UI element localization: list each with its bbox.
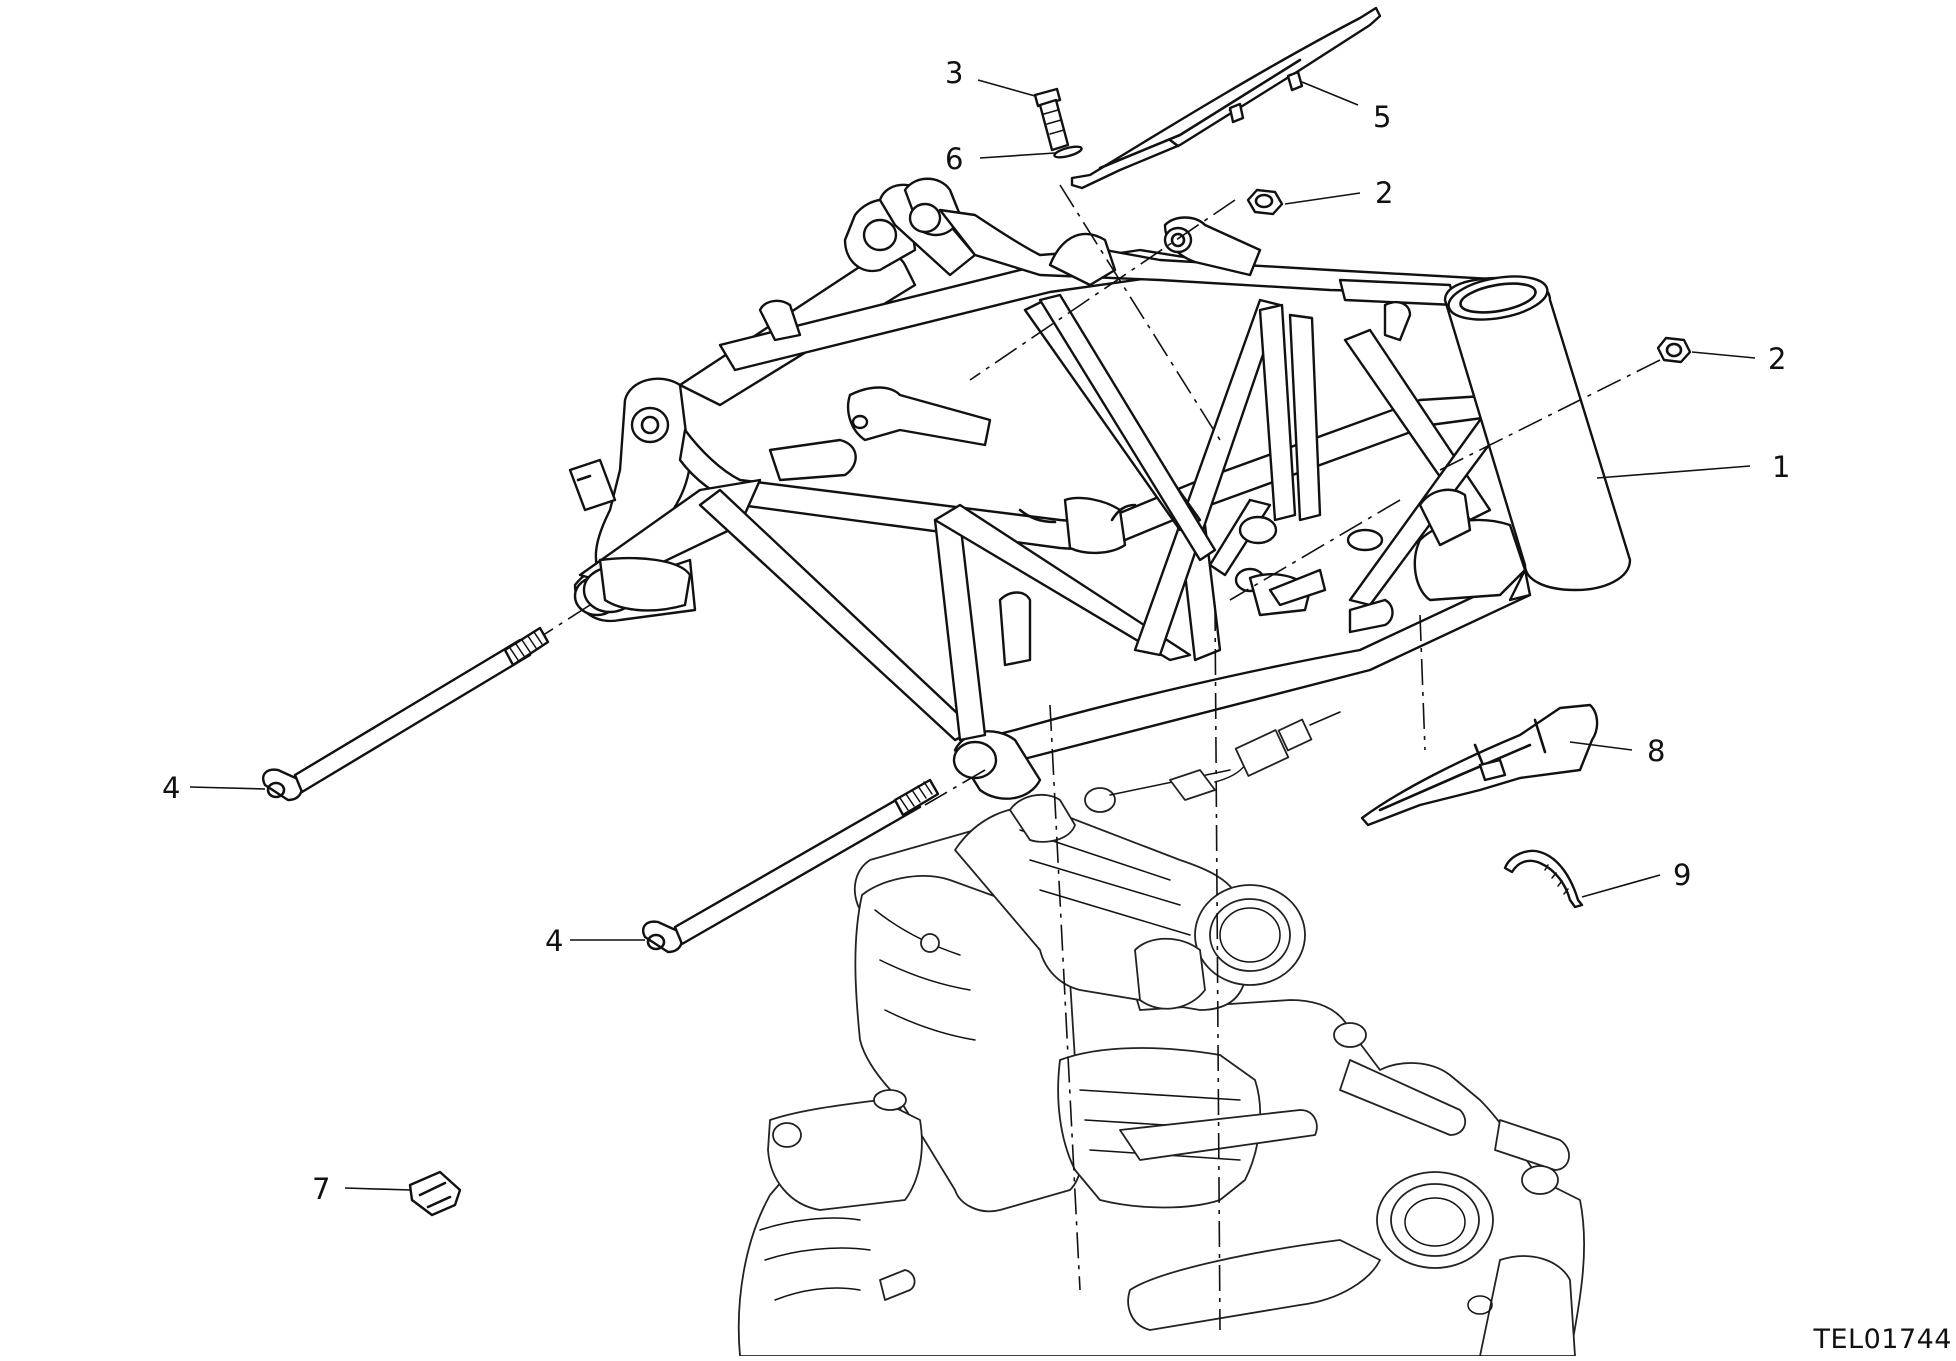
part-2-nut-upper xyxy=(1246,188,1284,216)
trellis-frame xyxy=(568,177,1632,800)
part-3-screw xyxy=(1033,87,1070,152)
part-4-bolt-lower xyxy=(642,778,940,954)
part-7-rubber-block xyxy=(408,1170,462,1217)
drawing-code: TEL01744 xyxy=(1813,1324,1953,1355)
callout-8: 8 xyxy=(1647,734,1665,768)
callout-9: 9 xyxy=(1673,858,1691,892)
callout-2-right: 2 xyxy=(1768,342,1786,376)
part-6-washer xyxy=(1053,145,1083,159)
callout-2-upper: 2 xyxy=(1375,176,1393,210)
callout-labels: 1 2 2 3 4 4 5 6 7 8 9 xyxy=(162,56,1790,1206)
part-4-bolt-upper xyxy=(262,626,550,802)
callout-6: 6 xyxy=(945,142,963,176)
callout-4-lower: 4 xyxy=(545,924,563,958)
callout-3: 3 xyxy=(945,56,963,90)
part-8-cover xyxy=(1360,703,1599,827)
part-5-bracket xyxy=(1070,6,1382,190)
leader-lines xyxy=(189,79,1756,1191)
part-9-cable-tie xyxy=(1503,849,1584,909)
callout-4-upper: 4 xyxy=(162,771,180,805)
callout-1: 1 xyxy=(1772,450,1790,484)
callout-7: 7 xyxy=(312,1172,330,1206)
part-2-nut-right xyxy=(1656,336,1692,364)
engine-assembly xyxy=(737,711,1586,1357)
callout-5: 5 xyxy=(1373,100,1391,134)
